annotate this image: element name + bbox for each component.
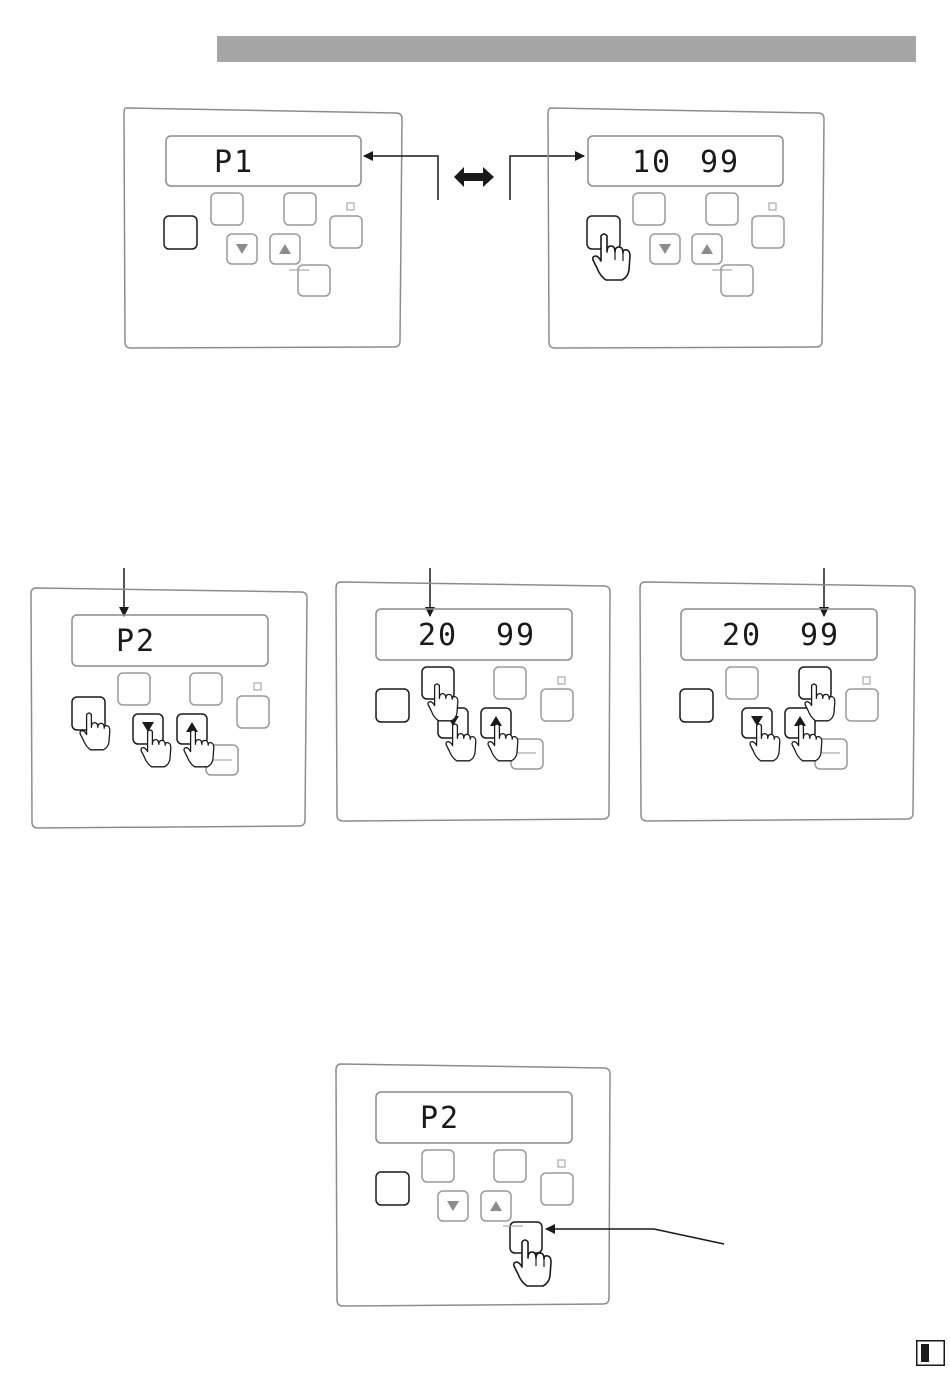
on-off-button[interactable] xyxy=(541,1173,573,1205)
lcd-display xyxy=(376,1092,572,1143)
pointer-arrow xyxy=(546,1229,724,1244)
left-button[interactable] xyxy=(633,193,665,225)
up-triangle-icon xyxy=(701,244,713,254)
control-panel-4: 20 99 xyxy=(336,568,610,821)
mode-button[interactable] xyxy=(680,689,713,722)
indicator-led xyxy=(863,677,870,684)
pointing-finger-icon xyxy=(514,1240,551,1286)
display-left-value: 10 xyxy=(632,145,672,180)
control-panel-6: P2 xyxy=(336,1064,724,1306)
control-panel-2: 10 99 xyxy=(548,108,824,348)
right-button[interactable] xyxy=(284,193,316,225)
mode-button[interactable] xyxy=(376,689,409,722)
arrow-to-panel-2 xyxy=(510,156,584,200)
right-button[interactable] xyxy=(190,673,222,705)
left-button[interactable] xyxy=(726,667,758,699)
right-button[interactable] xyxy=(706,193,738,225)
pointing-finger-icon xyxy=(141,730,171,767)
down-triangle-icon xyxy=(236,244,248,254)
pointing-finger-icon xyxy=(488,724,518,761)
display-right-value: 99 xyxy=(700,145,740,180)
pointing-finger-icon xyxy=(792,724,822,761)
pointing-finger-icon xyxy=(593,234,630,280)
right-button[interactable] xyxy=(494,667,526,699)
pointing-finger-icon xyxy=(184,730,214,767)
display-left-value: 20 xyxy=(418,618,458,653)
display-right-value: 99 xyxy=(496,618,536,653)
left-button[interactable] xyxy=(118,673,150,705)
page-marker xyxy=(916,1340,945,1366)
display-left-value: P2 xyxy=(420,1101,460,1136)
on-off-button[interactable] xyxy=(237,696,269,728)
right-button[interactable] xyxy=(494,1150,526,1182)
display-left-value: 20 xyxy=(722,618,762,653)
mode-button[interactable] xyxy=(164,216,197,249)
lcd-display xyxy=(376,609,572,660)
control-panel-5: 20 99 xyxy=(640,568,915,821)
display-left-value: P1 xyxy=(214,145,254,180)
toggle-connector xyxy=(364,156,584,200)
lcd-display xyxy=(166,136,361,186)
pointing-finger-icon xyxy=(446,724,476,761)
on-off-button[interactable] xyxy=(752,216,784,248)
indicator-led xyxy=(558,677,565,684)
down-triangle-icon xyxy=(447,1201,459,1211)
lcd-display xyxy=(681,609,877,660)
up-triangle-icon xyxy=(279,244,291,254)
up-triangle-icon xyxy=(490,1201,502,1211)
pointing-finger-icon xyxy=(750,724,780,761)
display-left-value: P2 xyxy=(116,624,156,659)
indicator-led xyxy=(254,683,261,690)
down-triangle-icon xyxy=(659,244,671,254)
lcd-display xyxy=(588,136,783,186)
left-button[interactable] xyxy=(211,193,243,225)
mode-button[interactable] xyxy=(376,1172,409,1205)
on-off-button[interactable] xyxy=(541,689,573,721)
on-off-button[interactable] xyxy=(330,216,362,248)
lcd-display xyxy=(72,615,268,666)
indicator-led xyxy=(347,203,354,210)
indicator-led xyxy=(558,1160,565,1167)
control-panel-1: P1 xyxy=(124,108,402,348)
on-off-button[interactable] xyxy=(846,689,878,721)
indicator-led xyxy=(769,203,776,210)
control-panel-3: P2 xyxy=(31,568,307,828)
display-right-value: 99 xyxy=(800,618,840,653)
left-button[interactable] xyxy=(422,1150,454,1182)
double-arrow-icon xyxy=(454,167,494,187)
